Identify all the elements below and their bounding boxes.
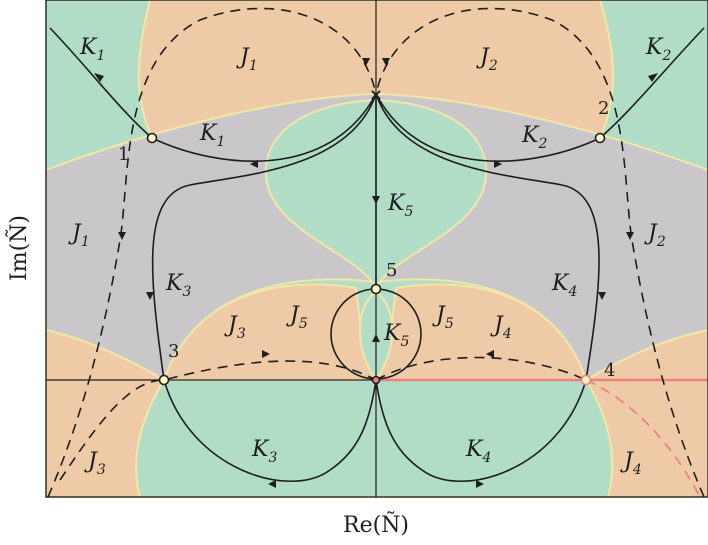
- region-label: J5: [286, 303, 308, 332]
- region-label: J1: [236, 45, 258, 74]
- arrow-k1-inner: [250, 160, 258, 168]
- steepest-ascent-curves: [47, 7, 705, 497]
- region-label: K1: [199, 121, 225, 150]
- curve-j3: [59, 360, 377, 481]
- region-label: J2: [476, 45, 498, 74]
- arrow-k1-outer: [94, 73, 104, 82]
- saddle-label-2: 2: [598, 98, 609, 119]
- plot-frame: [45, 0, 708, 498]
- region-label: K3: [165, 271, 191, 300]
- curve-k3-lower: [163, 379, 377, 483]
- region-label: K5: [383, 321, 409, 350]
- arrow-k4-lower: [476, 480, 484, 488]
- saddle-label-5: 5: [386, 260, 397, 281]
- curve-k2-inner: [375, 93, 601, 162]
- curve-j4-highlight: [585, 379, 701, 497]
- arrow-j3: [262, 350, 270, 358]
- region-label: K2: [521, 123, 547, 152]
- region-label: J2: [644, 221, 666, 250]
- curve-k1-inner: [151, 93, 377, 162]
- region-label: K4: [551, 271, 577, 300]
- region-green-bottom: [135, 379, 614, 497]
- arrow-j2-top: [382, 58, 390, 66]
- flow-arrows: [94, 58, 658, 488]
- curve-k1-outer: [49, 27, 153, 139]
- arrow-j1-left: [118, 232, 126, 240]
- arrow-k5: [372, 196, 380, 204]
- y-axis-label: Im(Ñ): [4, 215, 32, 281]
- region-label: J4: [620, 449, 642, 478]
- arrow-j2-right: [626, 232, 634, 240]
- plot-area: [46, 0, 708, 497]
- region-label: J1: [68, 221, 90, 250]
- curve-j1: [47, 7, 377, 497]
- curve-j2: [375, 7, 705, 497]
- saddle-point-1: [146, 132, 158, 144]
- saddle-point-2: [594, 132, 606, 144]
- region-label: J3: [224, 313, 246, 342]
- region-label: K3: [251, 437, 277, 466]
- region-label: J3: [84, 449, 106, 478]
- saddle-points: [146, 132, 606, 386]
- arrow-k4: [598, 292, 606, 300]
- origin-point: [371, 375, 381, 385]
- pole-marker: ×: [369, 85, 382, 104]
- saddle-label-4: 4: [604, 360, 615, 381]
- curve-k2-outer: [599, 27, 705, 139]
- arrow-k5-inner: [372, 334, 380, 342]
- saddle-point-5: [370, 283, 382, 295]
- region-label: K2: [645, 35, 671, 64]
- region-label: K5: [387, 191, 413, 220]
- arrow-k2-outer: [648, 73, 658, 82]
- saddle-point-4: [580, 374, 592, 386]
- region-labels: K1 K2 J1 J2 K1 K2 K5 J1 J2 K3 K4 J3 J5 K…: [68, 35, 671, 478]
- arrow-k3-lower: [268, 480, 276, 488]
- region-label: K4: [465, 437, 491, 466]
- saddle-label-1: 1: [118, 144, 129, 165]
- saddle-labels: 1 2 3 4 5: [118, 98, 615, 381]
- arrow-j4: [486, 350, 494, 358]
- curve-k4: [375, 93, 600, 381]
- saddle-point-3: [158, 374, 170, 386]
- arrow-k3: [146, 292, 154, 300]
- arrow-k2-inner: [494, 160, 502, 168]
- region-label: J4: [490, 313, 512, 342]
- curve-j4: [375, 356, 587, 381]
- x-axis-label: Re(Ñ): [343, 510, 409, 538]
- region-label: J5: [432, 303, 454, 332]
- saddle-label-3: 3: [168, 341, 179, 362]
- region-label: K1: [79, 35, 105, 64]
- arrow-j1-top: [362, 58, 370, 66]
- curve-k4-lower: [375, 379, 587, 483]
